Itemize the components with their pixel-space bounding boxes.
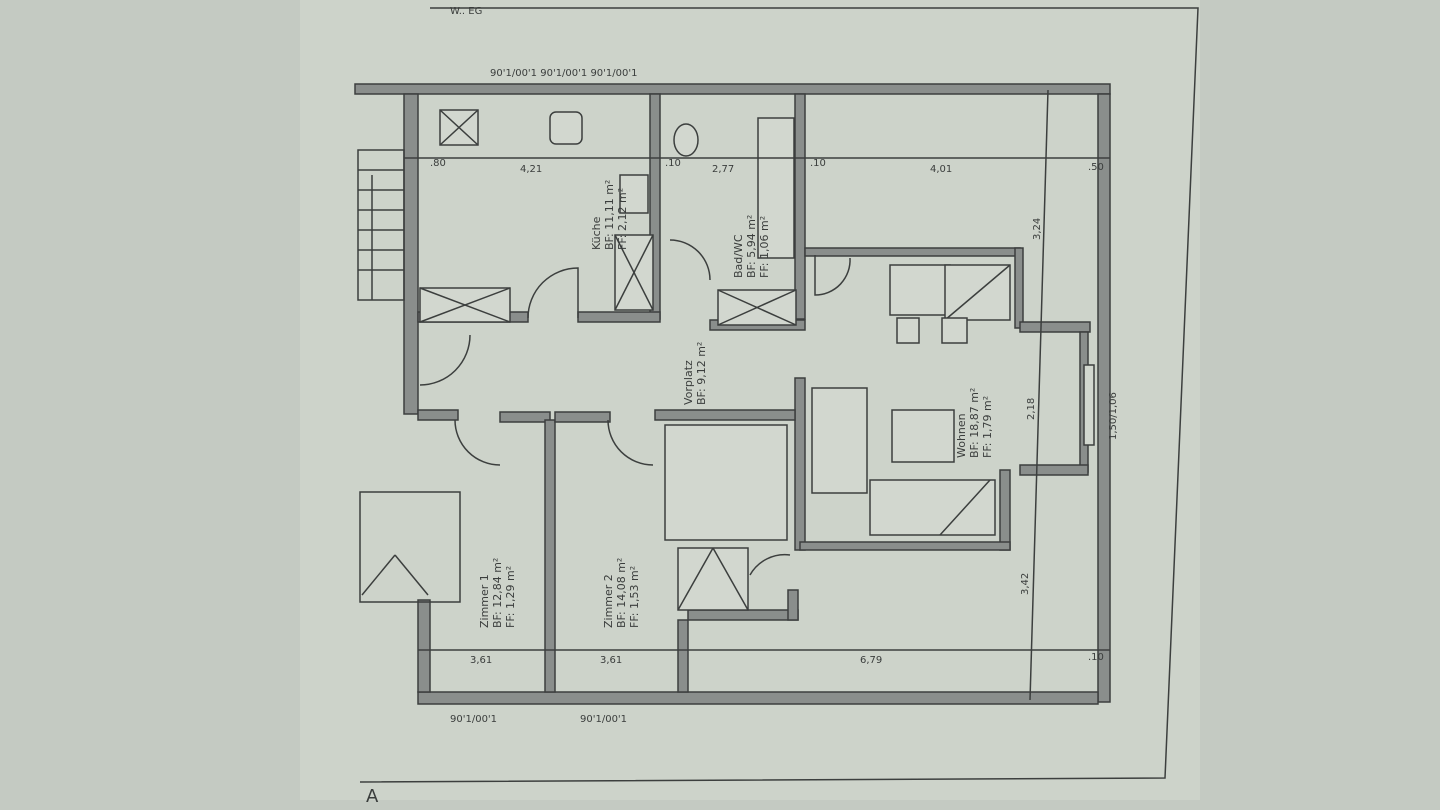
- svg-text:FF: 1,06 m²: FF: 1,06 m²: [758, 216, 771, 278]
- svg-text:BF: 12,84 m²: BF: 12,84 m²: [491, 558, 504, 628]
- svg-text:Wohnen: Wohnen: [955, 413, 968, 458]
- dim-small-3: .10: [810, 158, 826, 169]
- svg-text:Vorplatz: Vorplatz: [682, 360, 695, 405]
- outer-walls: [354, 83, 1111, 705]
- dim-right-2: 2,18: [1026, 398, 1037, 420]
- svg-text:FF: 1,79 m²: FF: 1,79 m²: [981, 396, 994, 458]
- dimension-lines: [404, 89, 1110, 701]
- dim-bottom-windows-2: 90'1/00'1: [580, 714, 627, 725]
- dim-right-1: 3,24: [1032, 218, 1043, 240]
- svg-text:Bad/WC: Bad/WC: [732, 234, 745, 278]
- dim-bottom-2: 3,61: [600, 655, 622, 666]
- room-wohnen: Wohnen BF: 18,87 m² FF: 1,79 m²: [955, 388, 994, 458]
- dim-small-1: .80: [430, 158, 446, 169]
- doors: [419, 239, 851, 576]
- svg-text:Zimmer 1: Zimmer 1: [478, 574, 491, 628]
- frame-border: [359, 7, 1199, 783]
- room-kueche: Küche BF: 11,11 m² FF: 2,12 m²: [590, 180, 629, 250]
- svg-text:Zimmer 2: Zimmer 2: [602, 574, 615, 628]
- svg-text:FF: 2,12 m²: FF: 2,12 m²: [616, 188, 629, 250]
- svg-text:Küche: Küche: [590, 216, 603, 250]
- dim-bottom-1: 3,61: [470, 655, 492, 666]
- dim-small-2: .10: [665, 158, 681, 169]
- room-zimmer-1: Zimmer 1 BF: 12,84 m² FF: 1,29 m²: [478, 558, 517, 628]
- svg-text:FF: 1,29 m²: FF: 1,29 m²: [504, 566, 517, 628]
- svg-text:BF: 9,12 m²: BF: 9,12 m²: [695, 342, 708, 405]
- fixtures: [419, 109, 1095, 611]
- dim-small-4: .50: [1088, 162, 1104, 173]
- dim-top-1: 4,21: [520, 164, 542, 175]
- sheet-header: W.. EG: [450, 6, 482, 17]
- top-window-dims: 90'1/00'1 90'1/00'1 90'1/00'1: [490, 68, 637, 79]
- sheet: [300, 0, 1200, 800]
- room-zimmer-2: Zimmer 2 BF: 14,08 m² FF: 1,53 m²: [602, 558, 641, 628]
- svg-text:BF: 5,94 m²: BF: 5,94 m²: [745, 215, 758, 278]
- staircase: [357, 149, 461, 603]
- dim-right-3: 3,42: [1020, 573, 1031, 595]
- dim-small-5: .10: [1088, 652, 1104, 663]
- dim-right-window: 1,50/1,06: [1108, 392, 1119, 440]
- dim-bottom-windows-1: 90'1/00'1: [450, 714, 497, 725]
- dim-bottom-3: 6,79: [860, 655, 882, 666]
- room-bad-wc: Bad/WC BF: 5,94 m² FF: 1,06 m²: [732, 215, 771, 278]
- svg-text:BF: 18,87 m²: BF: 18,87 m²: [968, 388, 981, 458]
- svg-text:FF: 1,53 m²: FF: 1,53 m²: [628, 566, 641, 628]
- svg-text:BF: 11,11 m²: BF: 11,11 m²: [603, 180, 616, 250]
- room-vorplatz: Vorplatz BF: 9,12 m²: [682, 342, 708, 405]
- svg-text:BF: 14,08 m²: BF: 14,08 m²: [615, 558, 628, 628]
- corner-mark: A: [366, 786, 379, 807]
- dim-top-3: 4,01: [930, 164, 952, 175]
- dim-top-2: 2,77: [712, 164, 734, 175]
